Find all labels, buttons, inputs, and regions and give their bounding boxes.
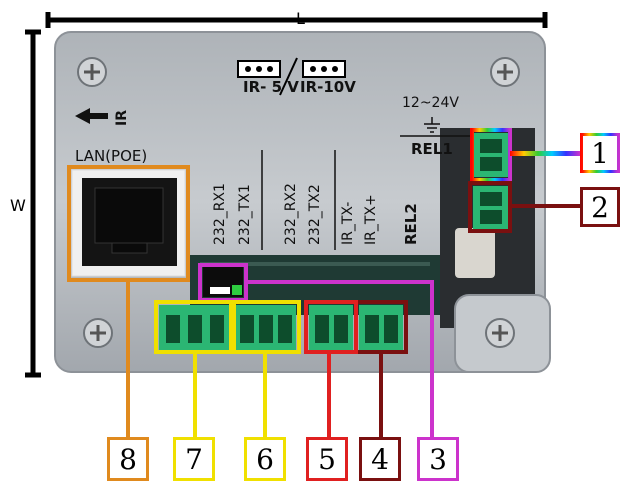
screw-top-left-icon xyxy=(77,57,107,87)
callout-8: 8 xyxy=(107,437,149,481)
ir-tx-plus-label: IR_TX+ xyxy=(363,194,379,245)
rel1-label: REL1 xyxy=(411,140,453,158)
highlight-7 xyxy=(154,300,236,437)
ir-10v-label: IR-10V xyxy=(300,78,356,96)
rx1-label: 232_RX1 xyxy=(212,183,228,245)
screw-bottom-left-icon xyxy=(83,318,113,348)
ir-arrow-icon xyxy=(75,108,108,124)
callout-7-number: 7 xyxy=(185,442,203,476)
rx2-label: 232_RX2 xyxy=(283,183,299,245)
ir-tx-minus-label: IR_TX- xyxy=(340,201,356,245)
terminal-block-rs232-2 xyxy=(234,305,296,350)
callout-6: 6 xyxy=(244,437,286,481)
lan-port xyxy=(71,169,186,277)
screw-bottom-right-icon xyxy=(485,318,515,348)
ir-label: IR xyxy=(114,110,130,126)
callout-1-number: 1 xyxy=(591,136,609,170)
terminal-block-ir xyxy=(309,305,353,350)
terminal-block-power xyxy=(359,305,403,350)
jumper-header xyxy=(203,267,243,297)
ground-symbol-icon xyxy=(261,117,470,250)
callout-3-number: 3 xyxy=(429,442,447,476)
callout-6-number: 6 xyxy=(256,442,274,476)
callout-7: 7 xyxy=(173,437,215,481)
power-label: 12~24V xyxy=(402,95,459,111)
callout-1: 1 xyxy=(580,133,620,173)
callout-3: 3 xyxy=(417,437,459,481)
width-label: W xyxy=(10,196,26,215)
callout-8-number: 8 xyxy=(119,442,137,476)
screw-top-right-icon xyxy=(490,57,520,87)
callout-5: 5 xyxy=(306,437,348,481)
highlight-8 xyxy=(67,165,190,437)
callout-5-number: 5 xyxy=(318,442,336,476)
rel2-terminal xyxy=(473,186,509,230)
ir-5v-label: IR- 5 V xyxy=(243,78,299,96)
length-dimension-line xyxy=(45,12,548,28)
highlight-6 xyxy=(229,300,301,437)
callout-2: 2 xyxy=(580,187,620,227)
tx2-label: 232_TX2 xyxy=(307,184,323,245)
width-dimension-line xyxy=(25,29,41,378)
highlight-2 xyxy=(468,181,580,233)
rel2-label: REL2 xyxy=(402,203,420,245)
callout-2-number: 2 xyxy=(591,190,609,224)
length-label: L xyxy=(296,9,305,28)
lan-label: LAN(POE) xyxy=(75,147,148,165)
ir-jumper-diagram xyxy=(237,57,346,96)
rel1-terminal xyxy=(473,133,509,177)
tx1-label: 232_TX1 xyxy=(237,184,253,245)
callout-4-number: 4 xyxy=(371,442,389,476)
callout-4: 4 xyxy=(359,437,401,481)
highlight-5 xyxy=(304,300,358,437)
highlight-1 xyxy=(470,128,580,182)
terminal-block-rs232-1 xyxy=(159,305,231,350)
